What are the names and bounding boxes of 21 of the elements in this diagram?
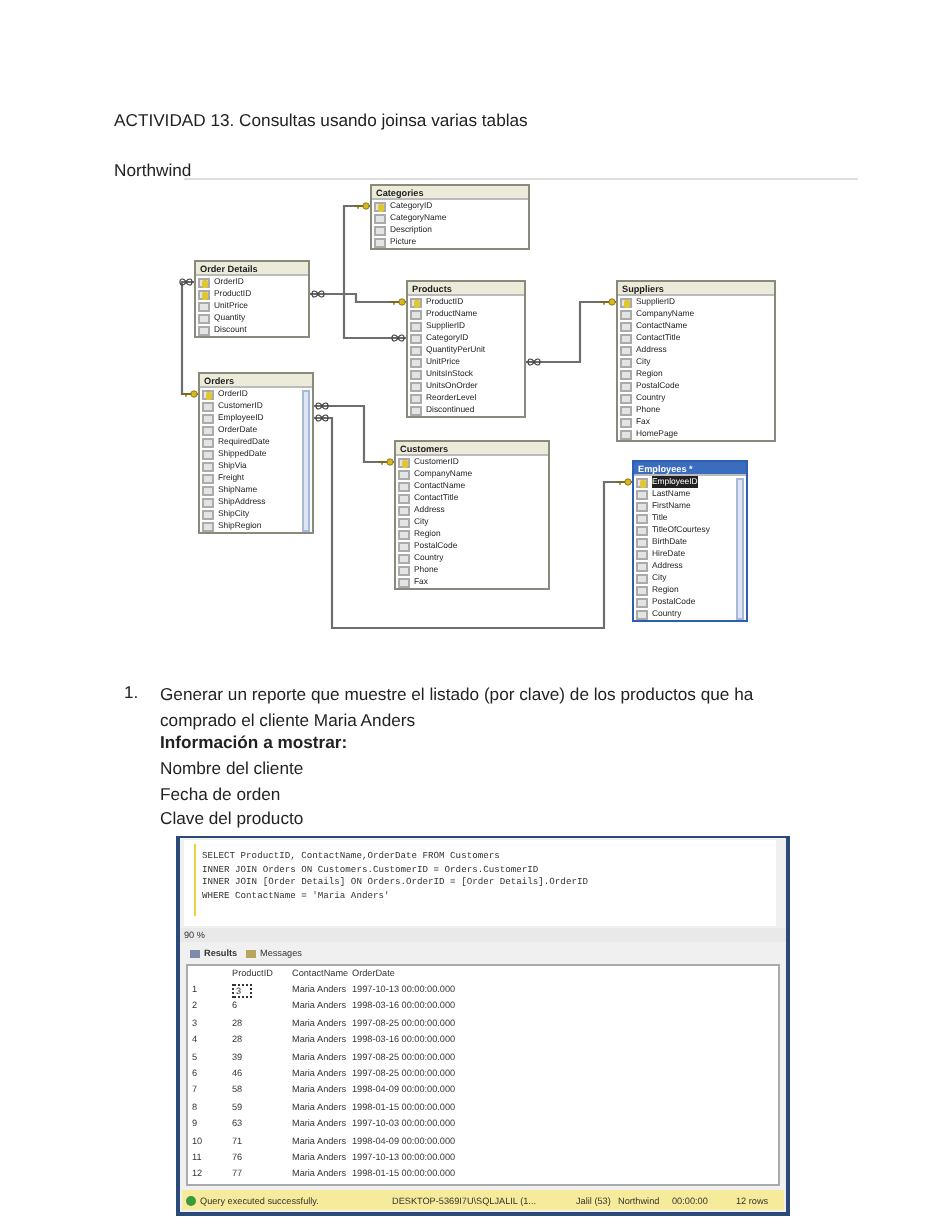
paragraph: Nombre del cliente bbox=[160, 758, 304, 778]
table-box bbox=[616, 280, 776, 442]
relationship-line bbox=[314, 402, 394, 466]
paragraph: Fecha de orden bbox=[160, 784, 281, 804]
table-box bbox=[406, 280, 526, 418]
relationship-line bbox=[179, 278, 198, 398]
paragraph: Generar un reporte que muestre el listado (por clave) de los productos que ha comprado el cliente Maria Anders bbox=[160, 682, 756, 732]
paragraph: Clave del producto bbox=[160, 808, 304, 828]
table-box bbox=[394, 440, 550, 590]
page-title: ACTIVIDAD 13. Consultas usando joinsa varias tablas bbox=[114, 110, 528, 130]
table-box bbox=[370, 184, 530, 250]
list-number: 1. bbox=[124, 682, 139, 702]
relationship-line bbox=[526, 298, 616, 366]
table-box bbox=[632, 460, 748, 622]
table-box bbox=[194, 260, 310, 338]
relationship-line bbox=[342, 202, 406, 342]
paragraph: Información a mostrar: bbox=[160, 732, 348, 752]
relationship-line bbox=[310, 290, 406, 306]
table-box bbox=[198, 372, 314, 534]
relationship-line bbox=[314, 414, 632, 630]
subtitle: Northwind bbox=[114, 160, 192, 180]
